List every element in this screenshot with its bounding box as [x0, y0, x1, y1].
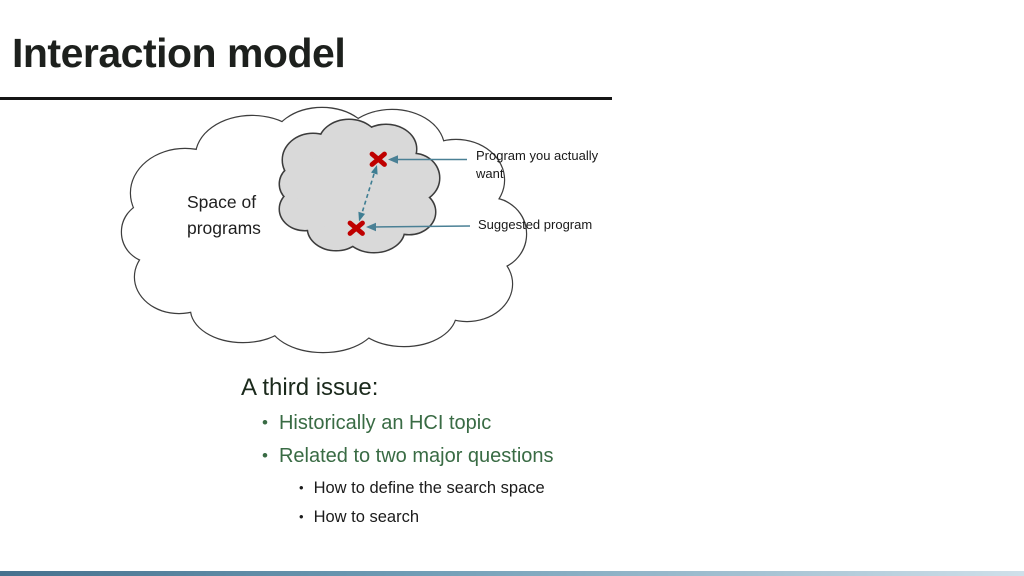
- bullet-text: Related to two major questions: [278, 445, 554, 467]
- bullet-icon: •: [262, 413, 268, 432]
- bullet-text: How to define the search space: [313, 479, 545, 497]
- bullet-item-hci: • Historically an HCI topic: [262, 410, 682, 436]
- body-heading: A third issue:: [241, 374, 379, 401]
- sub-bullet-item-how-to-search: • How to search: [299, 506, 679, 528]
- bullet-text: How to search: [313, 508, 420, 526]
- sub-bullet-item-search-space: • How to define the search space: [299, 477, 679, 499]
- arrow-to-want: [388, 155, 467, 164]
- bullet-icon: •: [299, 480, 304, 495]
- title-divider-rule: [0, 97, 612, 100]
- bullet-icon: •: [299, 509, 304, 524]
- slide-title: Interaction model: [12, 30, 346, 76]
- suggested-program-label: Suggested program: [478, 217, 593, 232]
- marker-x-suggested: [347, 220, 365, 236]
- footer-accent-bar: [0, 571, 1024, 576]
- bullet-icon: •: [262, 446, 268, 465]
- program-you-want-label: Program you actually want: [476, 148, 599, 181]
- bullet-item-questions: • Related to two major questions: [262, 443, 682, 469]
- marker-x-want: [369, 151, 387, 167]
- bullet-text: Historically an HCI topic: [278, 412, 492, 434]
- arrow-to-suggested: [366, 222, 471, 232]
- dashed-connector-arrow: [358, 165, 378, 222]
- space-of-programs-label: Space of programs: [187, 192, 261, 238]
